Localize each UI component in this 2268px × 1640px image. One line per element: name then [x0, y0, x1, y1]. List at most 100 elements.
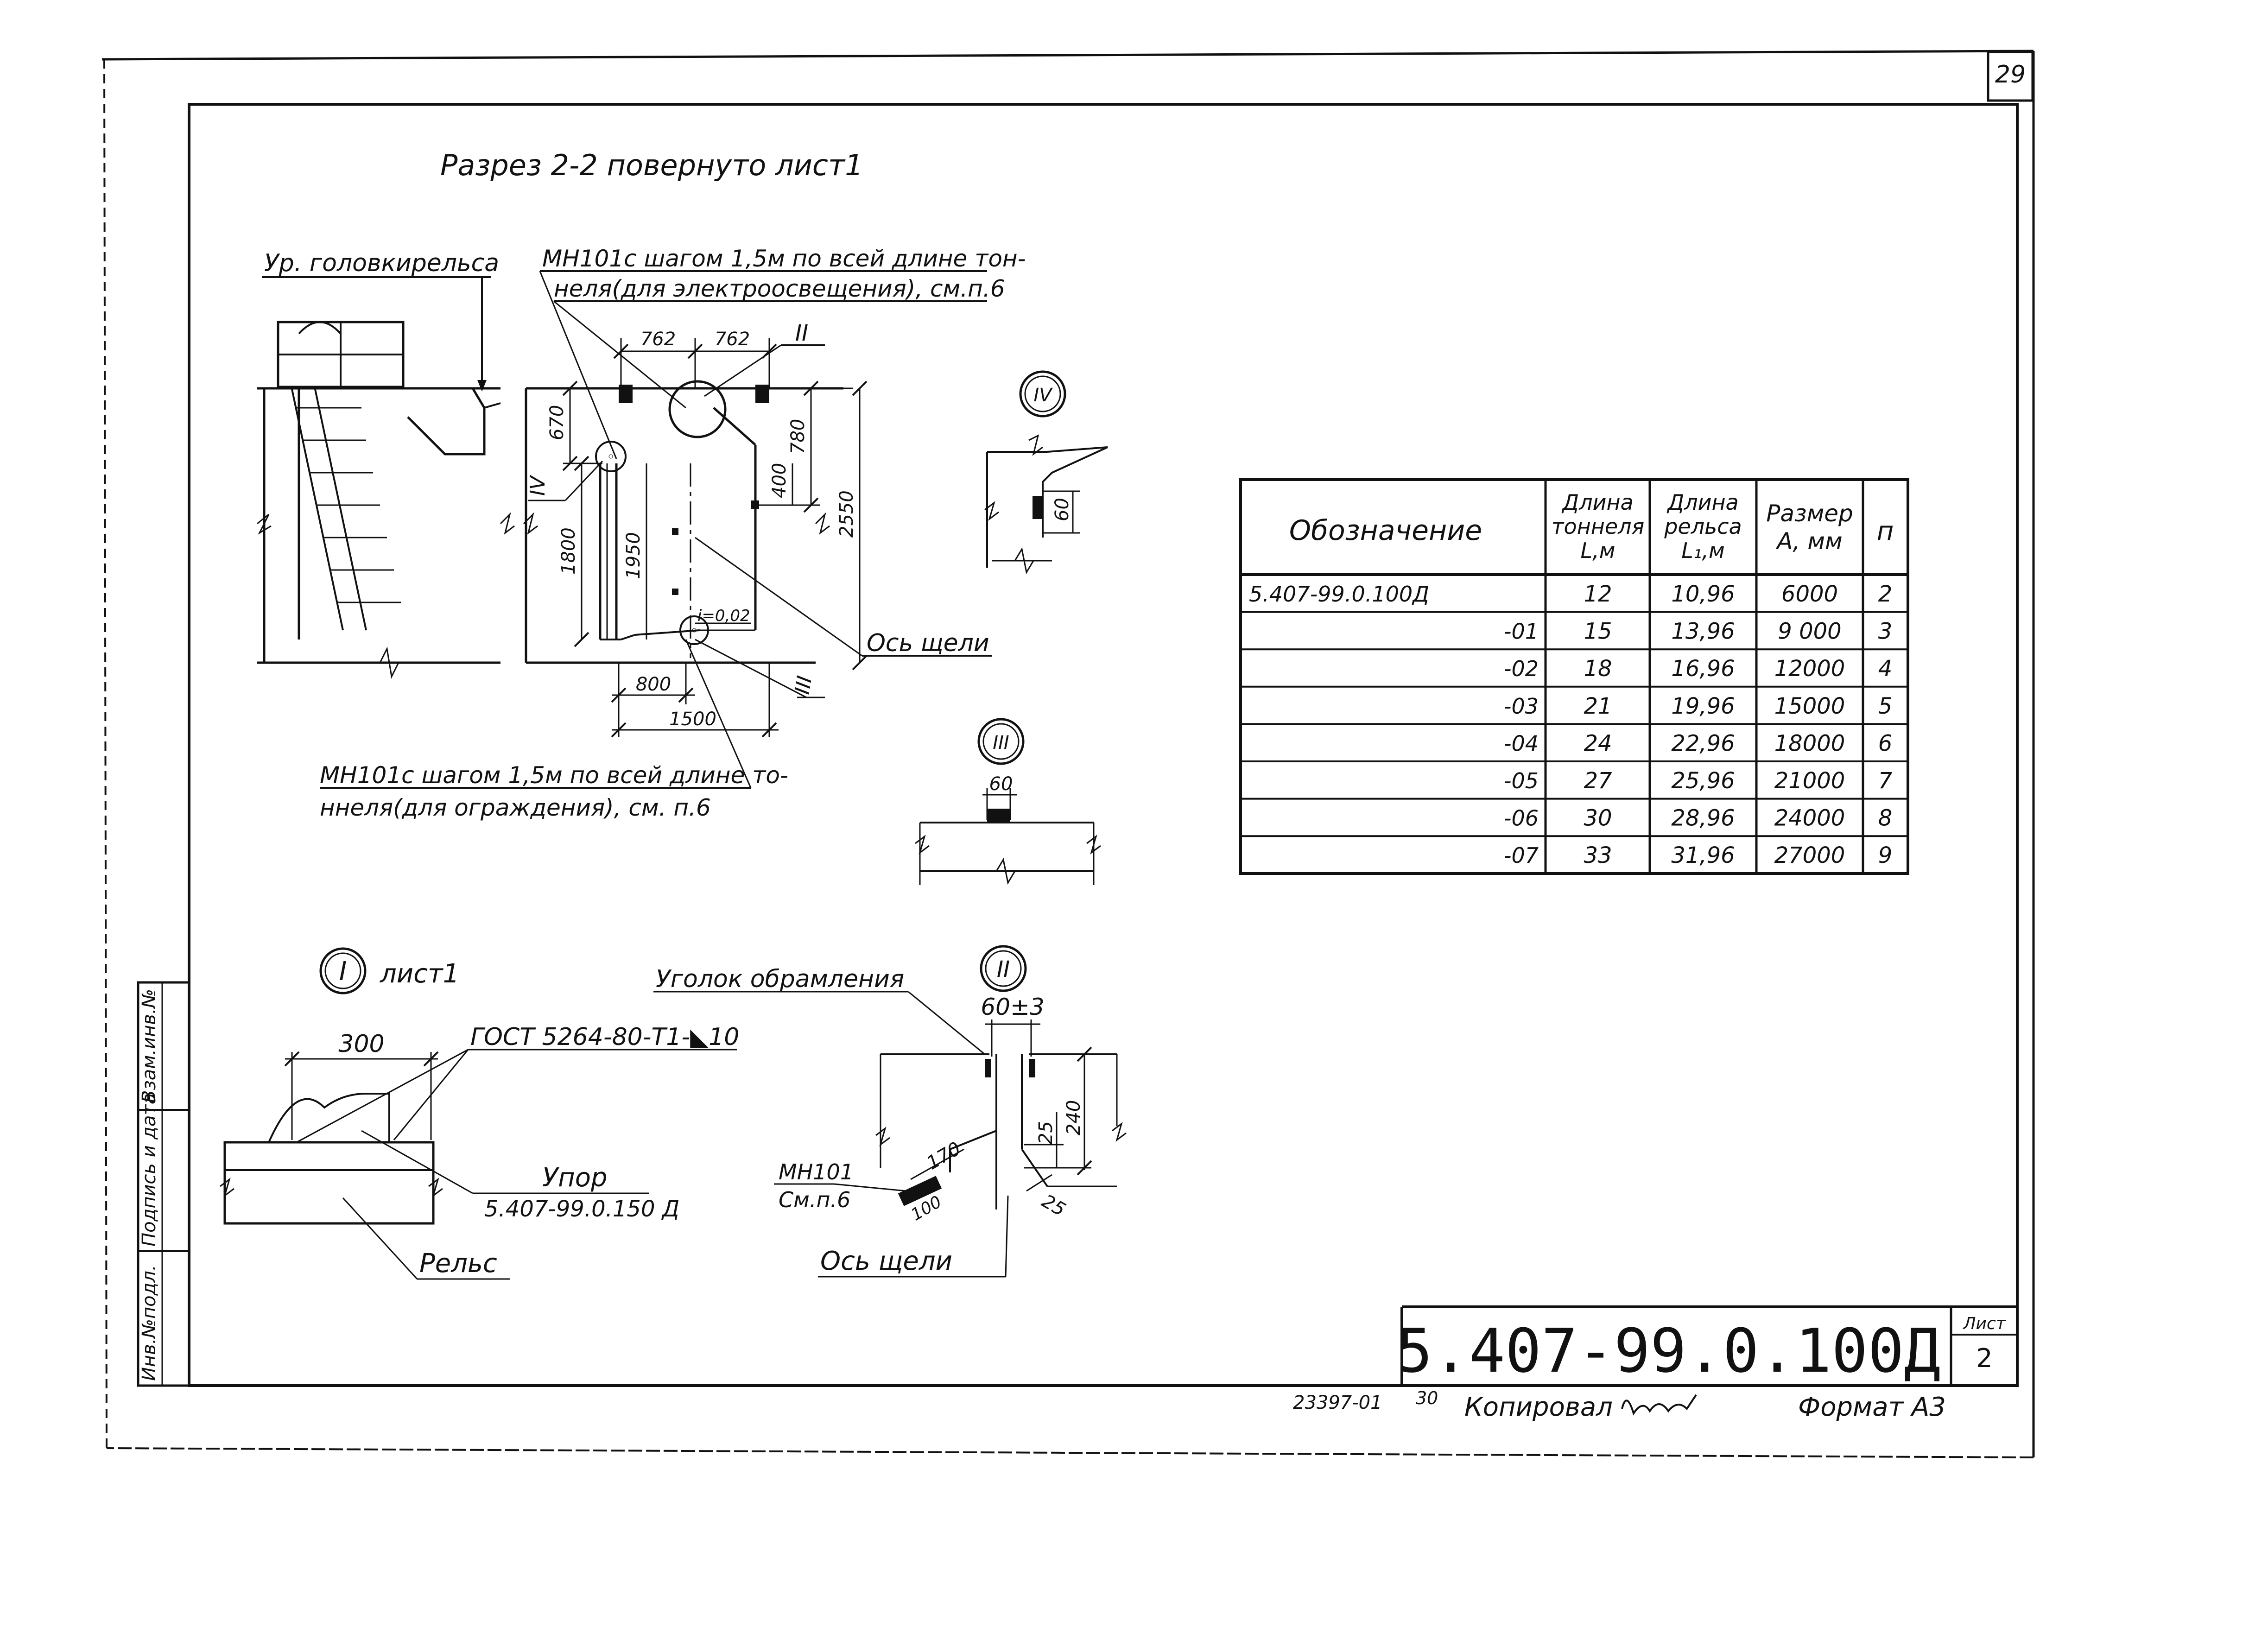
note-rail-head-level: Ур. головкирельса: [264, 249, 499, 277]
footer-copied: Копировал: [1464, 1392, 1613, 1422]
callout-label-III-section: III: [791, 674, 817, 696]
table-header-designation: Обозначение: [1289, 514, 1482, 547]
detail-I-gost: ГОСТ 5264-80-Т1-◣10: [470, 1023, 739, 1051]
table-cell-designation: -03: [1504, 694, 1539, 719]
table-cell: 9: [1878, 842, 1893, 868]
note-mn101-fence-2: ннеля(для ограждения), см. п.6: [320, 794, 711, 821]
table-cell: 8: [1878, 805, 1893, 831]
table-cell-designation: -07: [1504, 843, 1539, 868]
detail-II-dim-240: 240: [1063, 1100, 1084, 1135]
detail-III: III 60: [915, 718, 1101, 885]
section-2-2: Ур. головкирельса: [257, 245, 1026, 821]
inner-frame: [188, 103, 2019, 1387]
table-cell: 22,96: [1671, 730, 1735, 756]
dim-400: 400: [769, 463, 790, 498]
table-cell: 5: [1878, 693, 1893, 719]
table-cell-designation: -02: [1504, 656, 1539, 681]
table-cell: 27000: [1774, 842, 1845, 868]
detail-III-label: III: [993, 732, 1009, 754]
table-cell: 10,96: [1671, 581, 1735, 607]
section-title: Разрез 2-2 повернуто лист1: [440, 148, 863, 182]
note-mn101-lighting-2: неля(для электроосвещения), см.п.6: [554, 275, 1005, 302]
table-cell: 12000: [1774, 656, 1845, 682]
table-cell: 18000: [1774, 730, 1845, 756]
corner-number-box: 29: [1987, 51, 2034, 102]
ladder-rungs: [297, 407, 401, 603]
table-cell: 12: [1584, 581, 1612, 607]
table-cell: 2: [1878, 581, 1893, 607]
detail-I-rail: Рельс: [419, 1248, 497, 1279]
table-cell: 30: [1584, 805, 1612, 831]
table-cell-designation: -01: [1504, 619, 1539, 644]
callout-label-II-section: II: [795, 320, 808, 346]
detail-IV-dim-60: 60: [1052, 498, 1073, 521]
side-stamp-inv-orig: Инв.№подл.: [139, 1265, 160, 1381]
dim-670: 670: [546, 405, 568, 440]
table-cell: 4: [1878, 656, 1893, 682]
footer-order-no: 23397-01: [1293, 1392, 1382, 1413]
detail-II-see-p6: См.п.6: [779, 1187, 850, 1212]
callout-label-IV-section: IV: [526, 475, 550, 496]
detail-II-dim-25-b: 25: [1038, 1190, 1069, 1221]
detail-II-mn101: МН101: [779, 1159, 854, 1184]
table-cell: 33: [1584, 842, 1612, 868]
table-cell: 25,96: [1671, 768, 1735, 794]
table-header-n: п: [1877, 516, 1894, 546]
table-cell-designation: -05: [1504, 768, 1539, 793]
table-cell: 19,96: [1671, 693, 1735, 719]
footer-sheet-count: 30: [1416, 1388, 1438, 1408]
table-cell: 13,96: [1671, 619, 1735, 645]
detail-II: II Уголок обрамления 60±3 240 25 25: [653, 945, 1127, 1278]
detail-II-framing-angle: Уголок обрамления: [656, 965, 904, 993]
side-stamp-replaces: Взам.инв.№: [139, 989, 160, 1103]
side-stamp: Взам.инв.№ Подпись и дата Инв.№подл.: [137, 981, 190, 1387]
title-sheet-number: 2: [1976, 1343, 1993, 1374]
dim-1800: 1800: [558, 527, 579, 575]
table-cell: 15000: [1774, 693, 1845, 719]
title-sheet-label: Лист: [1962, 1314, 2006, 1333]
footer-copied-signature: [1621, 1394, 1697, 1416]
table-cell: 27: [1584, 768, 1612, 794]
dim-2550: 2550: [836, 490, 857, 538]
table-cell: 7: [1878, 768, 1893, 794]
dim-762-b: 762: [715, 329, 750, 350]
table-cell: 6000: [1781, 581, 1838, 607]
table-cell: 16,96: [1671, 656, 1735, 682]
table-cell: 18: [1584, 656, 1612, 682]
dim-762-a: 762: [640, 329, 676, 350]
table-cell: 24: [1584, 730, 1612, 756]
detail-II-dim-60pm3: 60±3: [981, 994, 1044, 1020]
detail-II-slot-axis: Ось щели: [820, 1246, 952, 1276]
detail-I: I лист1 300 ГОСТ 5264-80-Т1-◣10 Упор 5.4…: [220, 947, 739, 1280]
title-designation: 5.407-99.0.100Д: [1396, 1316, 1940, 1386]
detail-I-stop-ref: 5.407-99.0.150 Д: [484, 1196, 679, 1222]
table-cell: 15: [1584, 619, 1612, 645]
footer-format: Формат А3: [1798, 1392, 1946, 1422]
table-cell: 31,96: [1671, 842, 1735, 868]
table-cell-designation: 5.407-99.0.100Д: [1249, 582, 1429, 607]
table-cell: 3: [1878, 619, 1893, 645]
dim-1950: 1950: [623, 532, 644, 579]
dim-780: 780: [787, 419, 809, 454]
detail-I-label: I: [339, 956, 347, 987]
table-cell: 21: [1584, 693, 1612, 719]
paper-border: [101, 50, 2035, 1458]
corner-number: 29: [1995, 61, 2026, 89]
side-stamp-sign-date: Подпись и дата: [139, 1093, 160, 1247]
table-cell: 21000: [1774, 768, 1845, 794]
table-cell: 9 000: [1778, 619, 1841, 645]
table-cell: 6: [1878, 730, 1893, 756]
detail-I-sheet: лист1: [380, 959, 459, 989]
detail-II-dim-25-a: 25: [1035, 1121, 1057, 1145]
table-cell: 24000: [1774, 805, 1845, 831]
detail-II-label: II: [997, 956, 1010, 982]
detail-III-dim-60: 60: [989, 773, 1013, 795]
title-block: 5.407-99.0.100Д Лист 2: [1396, 1305, 2017, 1386]
table-cell: 28,96: [1671, 805, 1735, 831]
note-mn101-fence-1: МН101с шагом 1,5м по всей длине то-: [320, 762, 788, 789]
